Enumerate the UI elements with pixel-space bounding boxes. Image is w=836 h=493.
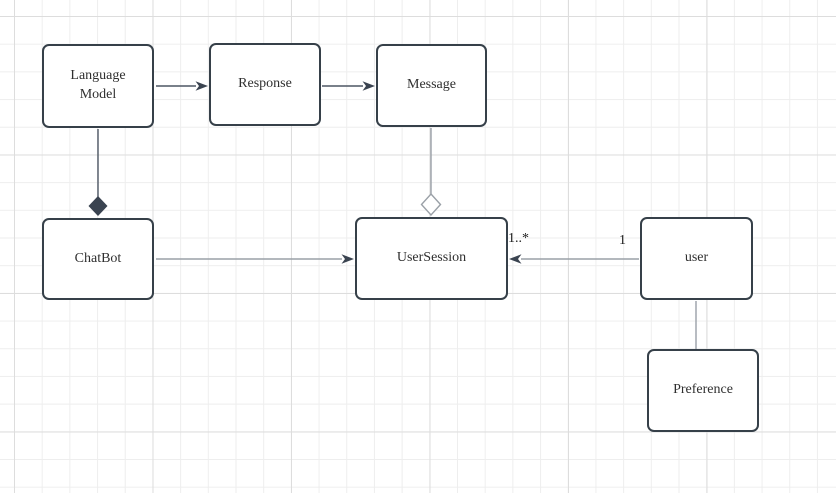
arrowhead-icon[interactable]	[195, 81, 209, 91]
edge-languagemodel-chatbot-composition[interactable]	[88, 129, 108, 216]
edge-response-message[interactable]	[322, 81, 375, 91]
node-label: UserSession	[396, 250, 467, 266]
edge-user-usersession[interactable]	[509, 254, 639, 264]
edge-languagemodel-response[interactable]	[156, 81, 208, 91]
node-label: user	[684, 250, 709, 266]
edge-message-usersession-aggregation[interactable]	[420, 128, 442, 217]
node-label: Response	[238, 76, 292, 92]
node-label: Message	[407, 77, 456, 93]
arrowhead-icon[interactable]	[362, 81, 376, 91]
class-node-preference[interactable]: Preference	[647, 349, 759, 432]
node-label: Preference	[673, 382, 733, 398]
edge-chatbot-usersession[interactable]	[156, 254, 354, 264]
class-node-usersession[interactable]: UserSession	[355, 217, 508, 300]
node-label: ChatBot	[74, 250, 122, 266]
arrowhead-icon[interactable]	[341, 254, 355, 264]
composition-diamond-icon[interactable]	[88, 196, 108, 216]
class-node-response[interactable]: Response	[209, 43, 321, 126]
class-node-chatbot[interactable]: ChatBot	[42, 218, 154, 300]
multiplicity-label-one[interactable]: 1	[619, 233, 626, 248]
node-label: Language Model	[70, 68, 126, 102]
class-node-user[interactable]: user	[640, 217, 753, 300]
class-node-message[interactable]: Message	[376, 44, 487, 127]
class-node-language-model[interactable]: Language Model	[42, 44, 154, 128]
arrowhead-icon[interactable]	[509, 254, 522, 264]
aggregation-diamond-icon[interactable]	[420, 192, 442, 217]
multiplicity-label-one-to-many[interactable]: 1..*	[508, 231, 529, 246]
